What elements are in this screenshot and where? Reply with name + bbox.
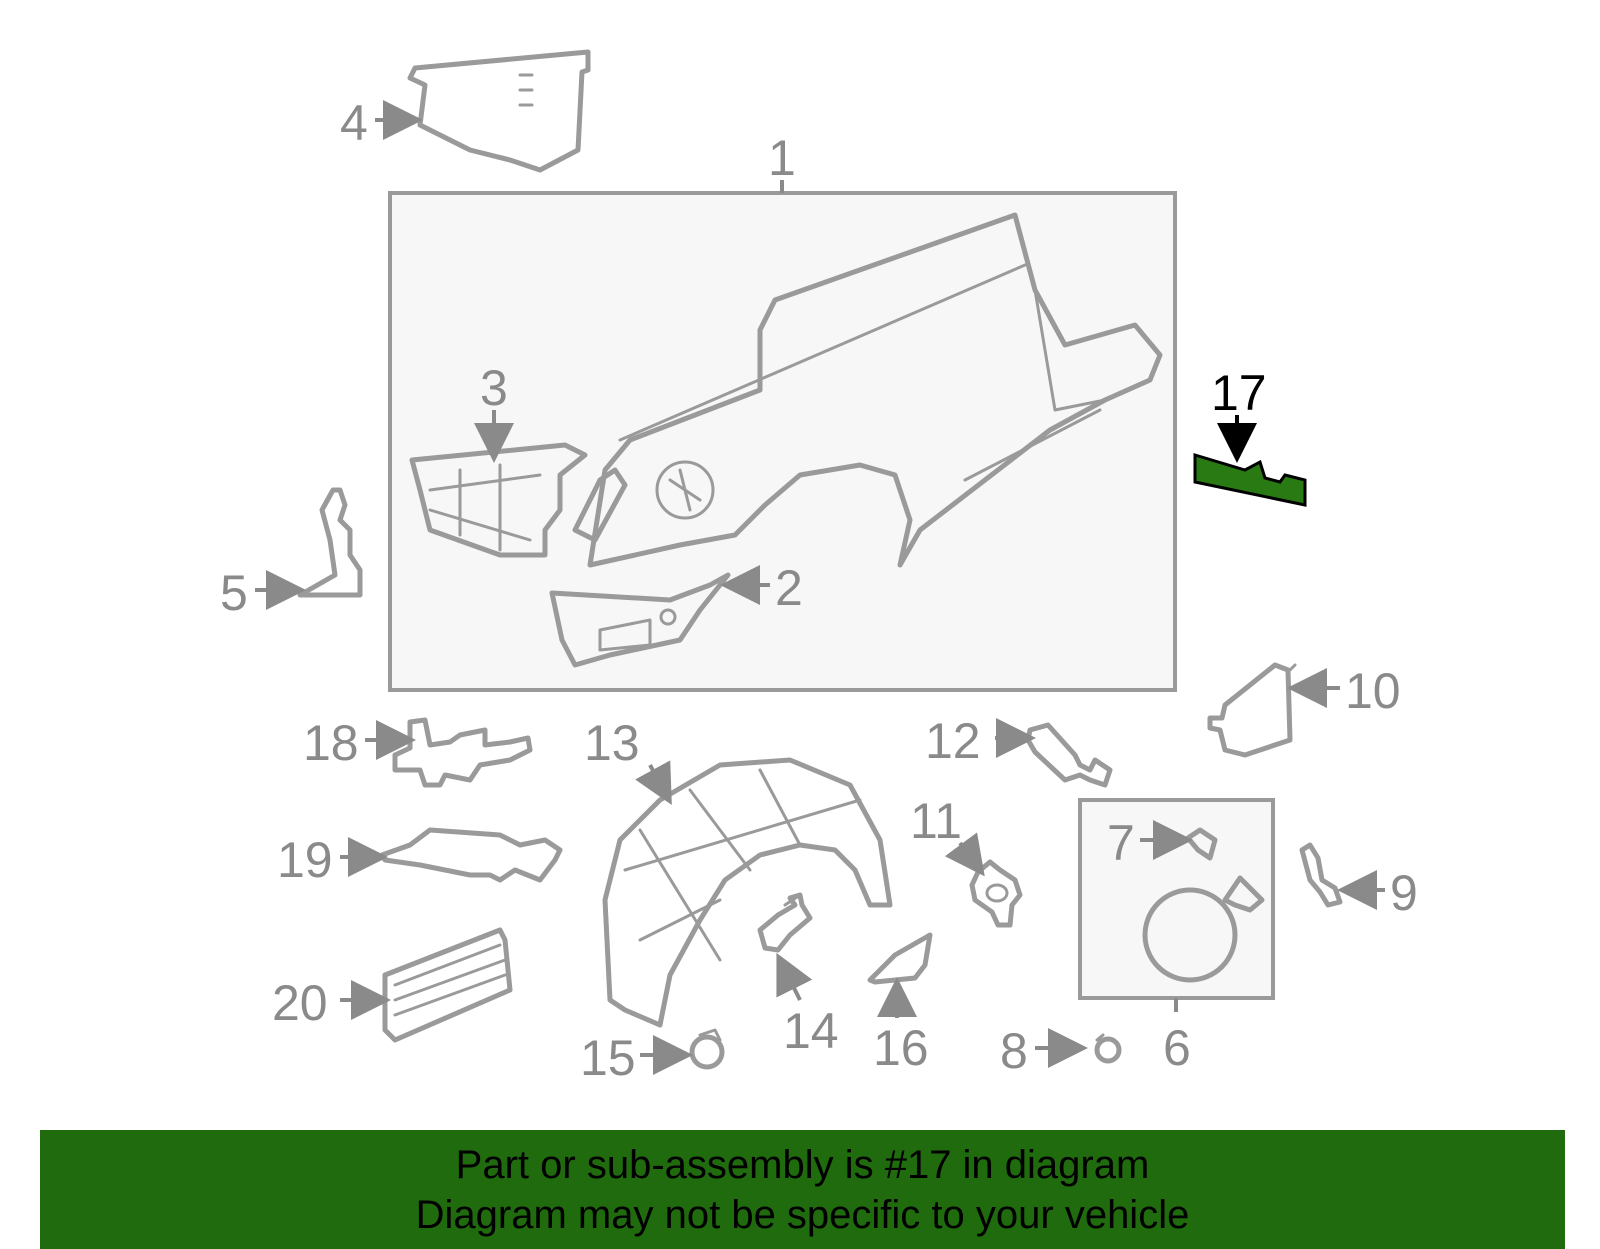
part-15-clip[interactable] <box>689 1028 725 1070</box>
assembly-box-1 <box>388 191 1177 692</box>
part-3[interactable] <box>409 442 588 558</box>
part-20[interactable] <box>382 927 513 1043</box>
part-1-quarter-panel[interactable] <box>572 212 1163 568</box>
part-11[interactable] <box>969 859 1023 928</box>
part-2[interactable] <box>549 572 731 668</box>
part-5[interactable] <box>297 487 363 598</box>
label-8: 8 <box>1000 1023 1028 1079</box>
label-12: 12 <box>925 713 981 769</box>
label-6: 6 <box>1163 1020 1191 1076</box>
label-1: 1 <box>768 130 796 186</box>
banner-line-1: Part or sub-assembly is #17 in diagram <box>455 1142 1150 1187</box>
part-16[interactable] <box>867 932 933 985</box>
part-6-fuel-door[interactable] <box>1142 875 1265 983</box>
label-15: 15 <box>580 1030 636 1086</box>
label-17: 17 <box>1211 365 1267 421</box>
label-7: 7 <box>1107 815 1135 871</box>
label-9: 9 <box>1390 865 1418 921</box>
label-4: 4 <box>340 95 368 151</box>
part-9[interactable] <box>1299 842 1343 908</box>
label-11: 11 <box>910 793 962 849</box>
label-5: 5 <box>220 565 248 621</box>
banner-line-2: Diagram may not be specific to your vehi… <box>415 1192 1190 1237</box>
part-12[interactable] <box>1025 722 1113 788</box>
label-20: 20 <box>272 975 328 1031</box>
info-banner: Part or sub-assembly is #17 in diagram D… <box>40 1130 1565 1249</box>
arrow-11 <box>944 832 985 877</box>
part-4[interactable] <box>407 49 591 173</box>
arrow-14 <box>776 952 813 1001</box>
label-18: 18 <box>303 715 359 771</box>
part-18[interactable] <box>392 717 533 788</box>
label-3: 3 <box>480 360 508 416</box>
part-17-shape[interactable] <box>1193 452 1307 507</box>
label-10: 10 <box>1345 663 1401 719</box>
label-19: 19 <box>277 832 333 888</box>
label-16: 16 <box>873 1020 929 1076</box>
part-19[interactable] <box>379 827 563 883</box>
part-13-wheelhouse-liner[interactable] <box>602 757 893 1028</box>
part-14-bolt[interactable] <box>757 892 813 953</box>
part-17-highlighted[interactable] <box>1193 452 1307 507</box>
label-13: 13 <box>584 715 640 771</box>
part-7[interactable] <box>1185 827 1218 861</box>
part-8[interactable] <box>1094 1033 1122 1064</box>
label-14: 14 <box>783 1003 839 1059</box>
label-2: 2 <box>775 560 803 616</box>
arrow-13 <box>635 760 672 806</box>
part-10[interactable] <box>1207 662 1297 758</box>
